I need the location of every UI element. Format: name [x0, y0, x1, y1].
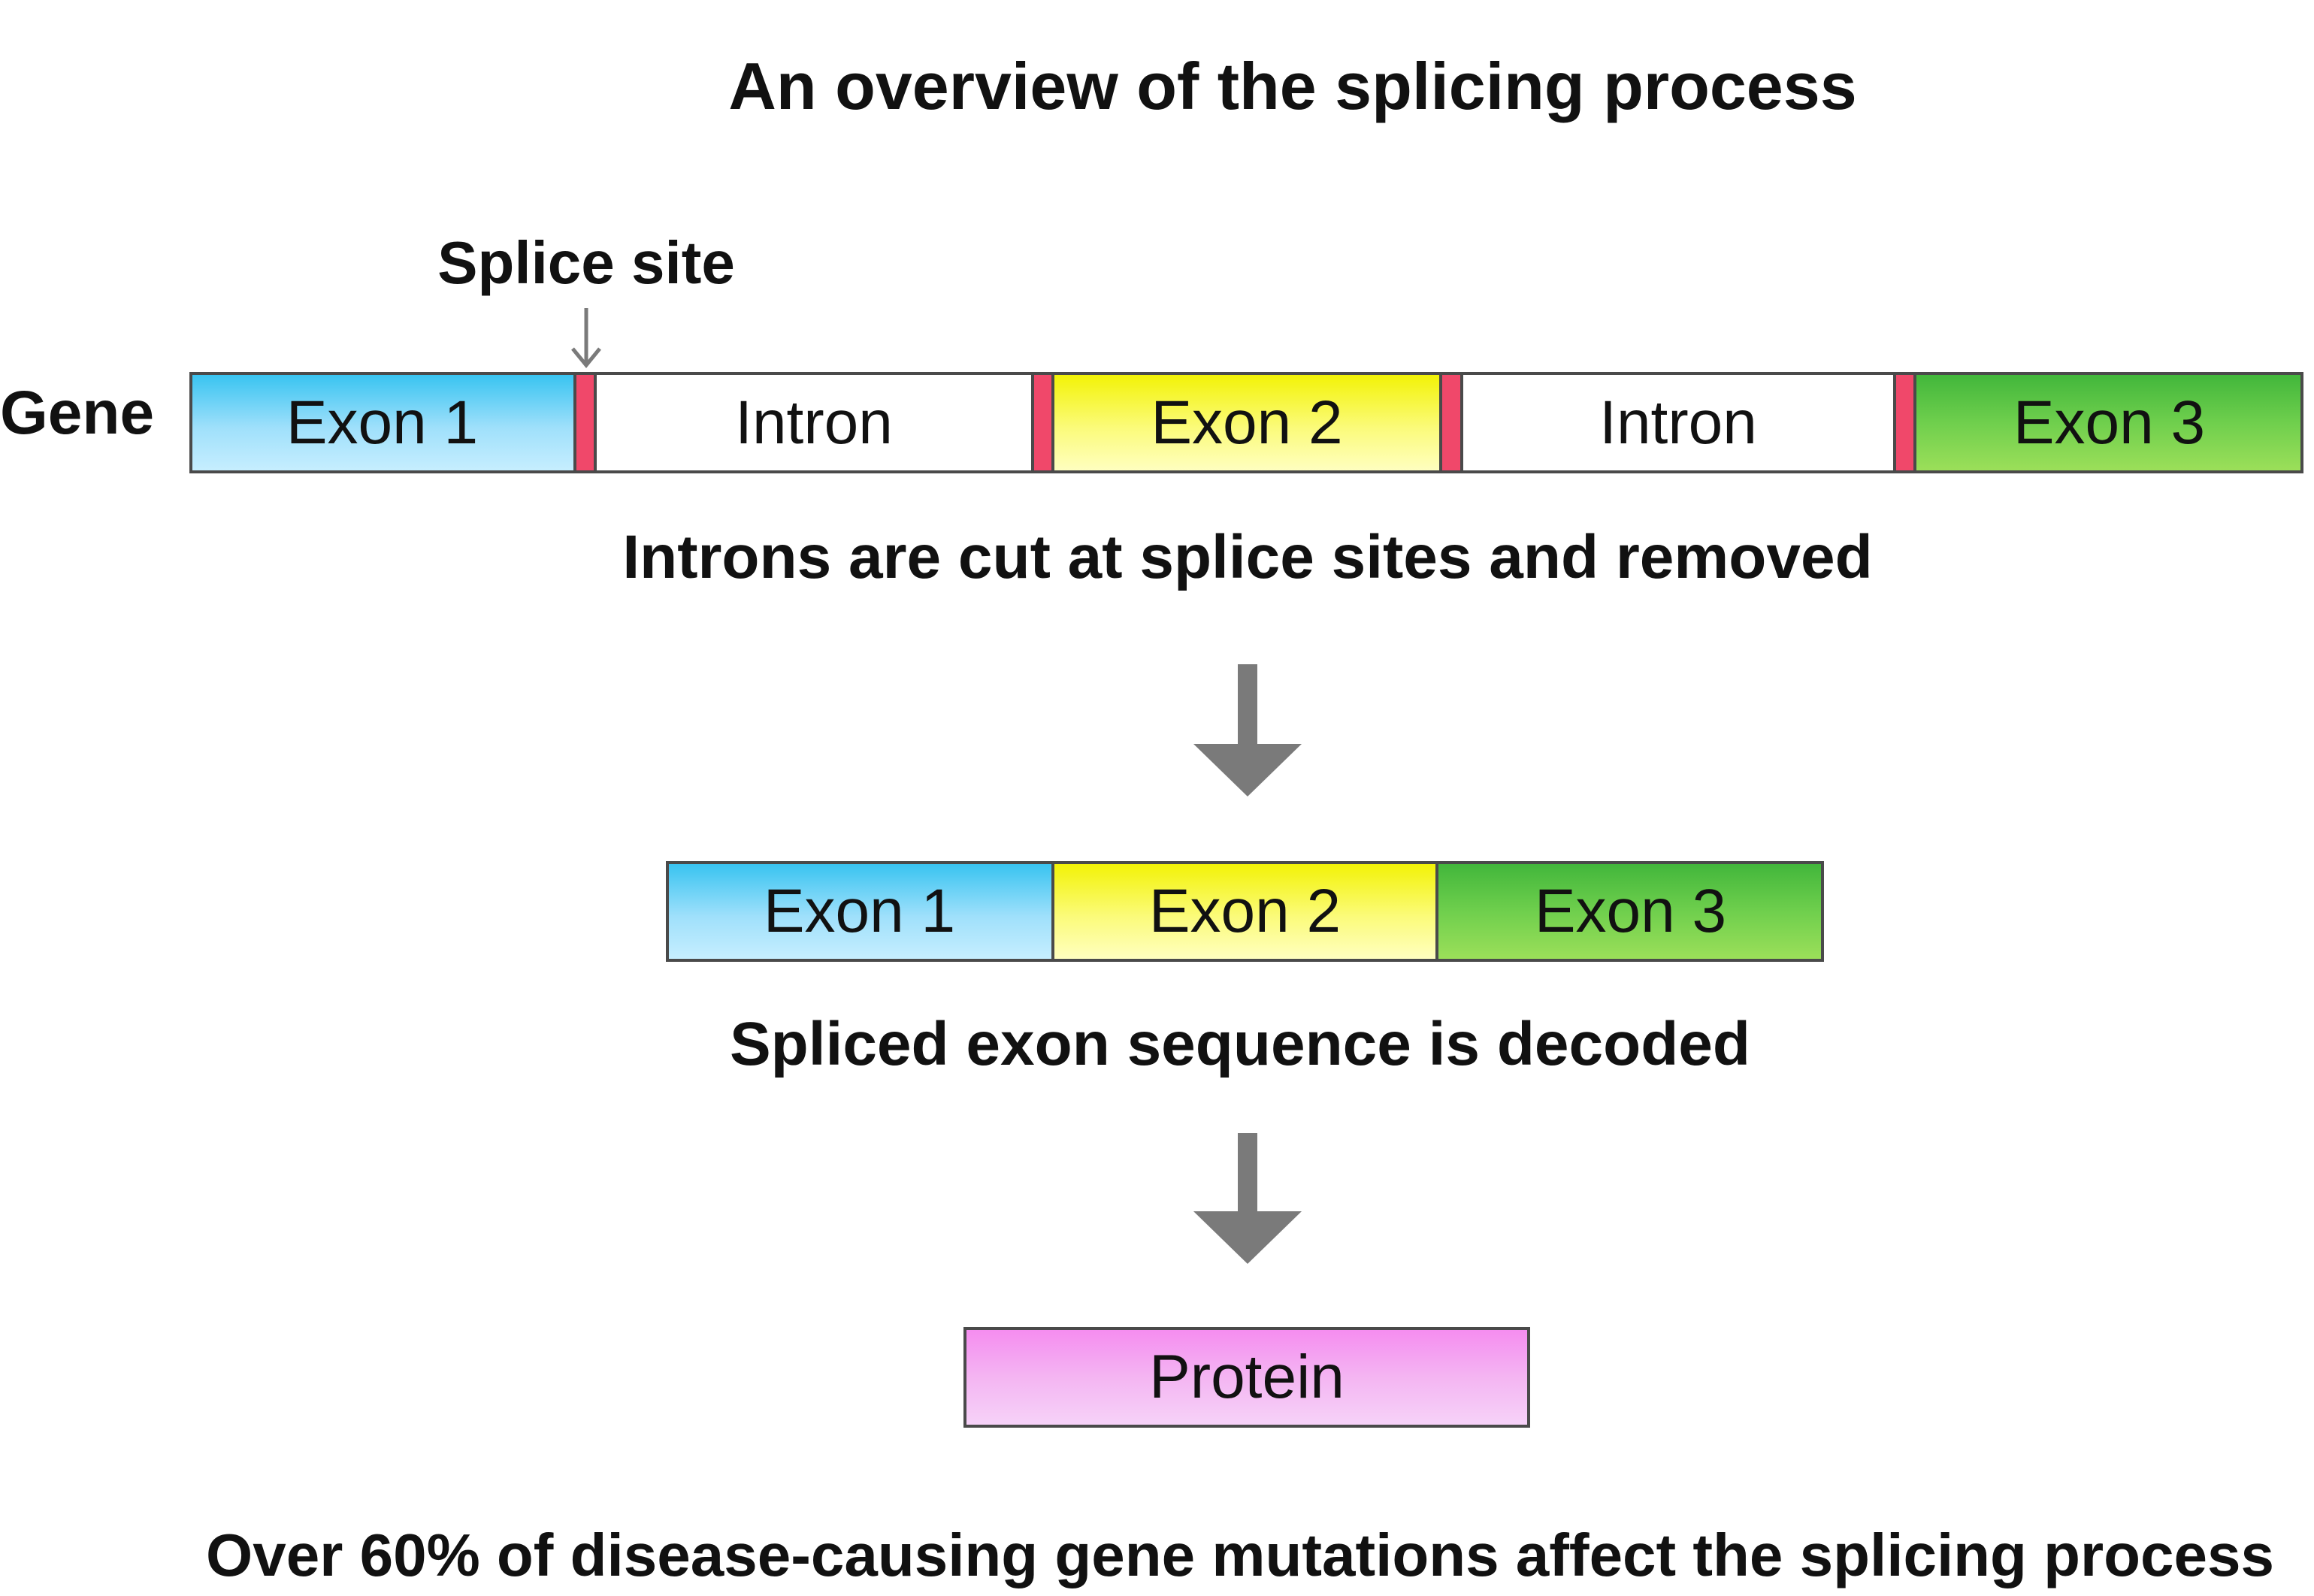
protein-box: Protein	[963, 1327, 1530, 1428]
gene-exon-1: Exon 1	[189, 372, 575, 473]
gene-intron-1: Intron	[595, 372, 1033, 473]
gene-exon-2: Exon 2	[1053, 372, 1441, 473]
splice-site-pointer-icon	[571, 308, 601, 368]
gene-divider	[1460, 372, 1463, 473]
gene-exon-3-label: Exon 3	[2013, 388, 2206, 457]
gene-divider	[1913, 372, 1916, 473]
down-arrow-icon	[1193, 1133, 1302, 1264]
gene-intron-1-label: Intron	[735, 388, 893, 457]
gene-divider	[1051, 372, 1054, 473]
spliced-exon-1: Exon 1	[666, 861, 1053, 962]
spliced-divider	[1435, 861, 1438, 962]
step2-caption: Spliced exon sequence is decoded	[729, 1010, 1750, 1078]
gene-divider	[1893, 372, 1896, 473]
protein-label: Protein	[1149, 1343, 1345, 1411]
spliced-exon-1-label: Exon 1	[763, 877, 956, 945]
spliced-exon-3: Exon 3	[1437, 861, 1824, 962]
gene-exon-3: Exon 3	[1915, 372, 2303, 473]
gene-divider	[573, 372, 576, 473]
gene-divider	[1031, 372, 1034, 473]
spliced-exon-2-label: Exon 2	[1148, 877, 1342, 945]
gene-label: Gene	[0, 379, 155, 447]
splice-site-3	[1441, 372, 1462, 473]
gene-intron-2-label: Intron	[1599, 388, 1757, 457]
diagram-title: An overview of the splicing process	[728, 49, 1857, 123]
gene-exon-2-label: Exon 2	[1151, 388, 1343, 457]
footer-note: Over 60% of disease-causing gene mutatio…	[206, 1522, 2274, 1588]
spliced-divider	[1051, 861, 1054, 962]
spliced-exon-2: Exon 2	[1053, 861, 1437, 962]
splice-site-4	[1895, 372, 1915, 473]
gene-divider	[594, 372, 597, 473]
splice-site-2	[1033, 372, 1053, 473]
gene-intron-2: Intron	[1462, 372, 1895, 473]
splice-site-1	[575, 372, 595, 473]
gene-exon-1-label: Exon 1	[286, 388, 479, 457]
splice-site-label: Splice site	[437, 229, 735, 296]
step1-caption: Introns are cut at splice sites and remo…	[622, 523, 1873, 591]
spliced-exon-3-label: Exon 3	[1534, 877, 1727, 945]
gene-divider	[1439, 372, 1442, 473]
down-arrow-icon	[1193, 664, 1302, 796]
